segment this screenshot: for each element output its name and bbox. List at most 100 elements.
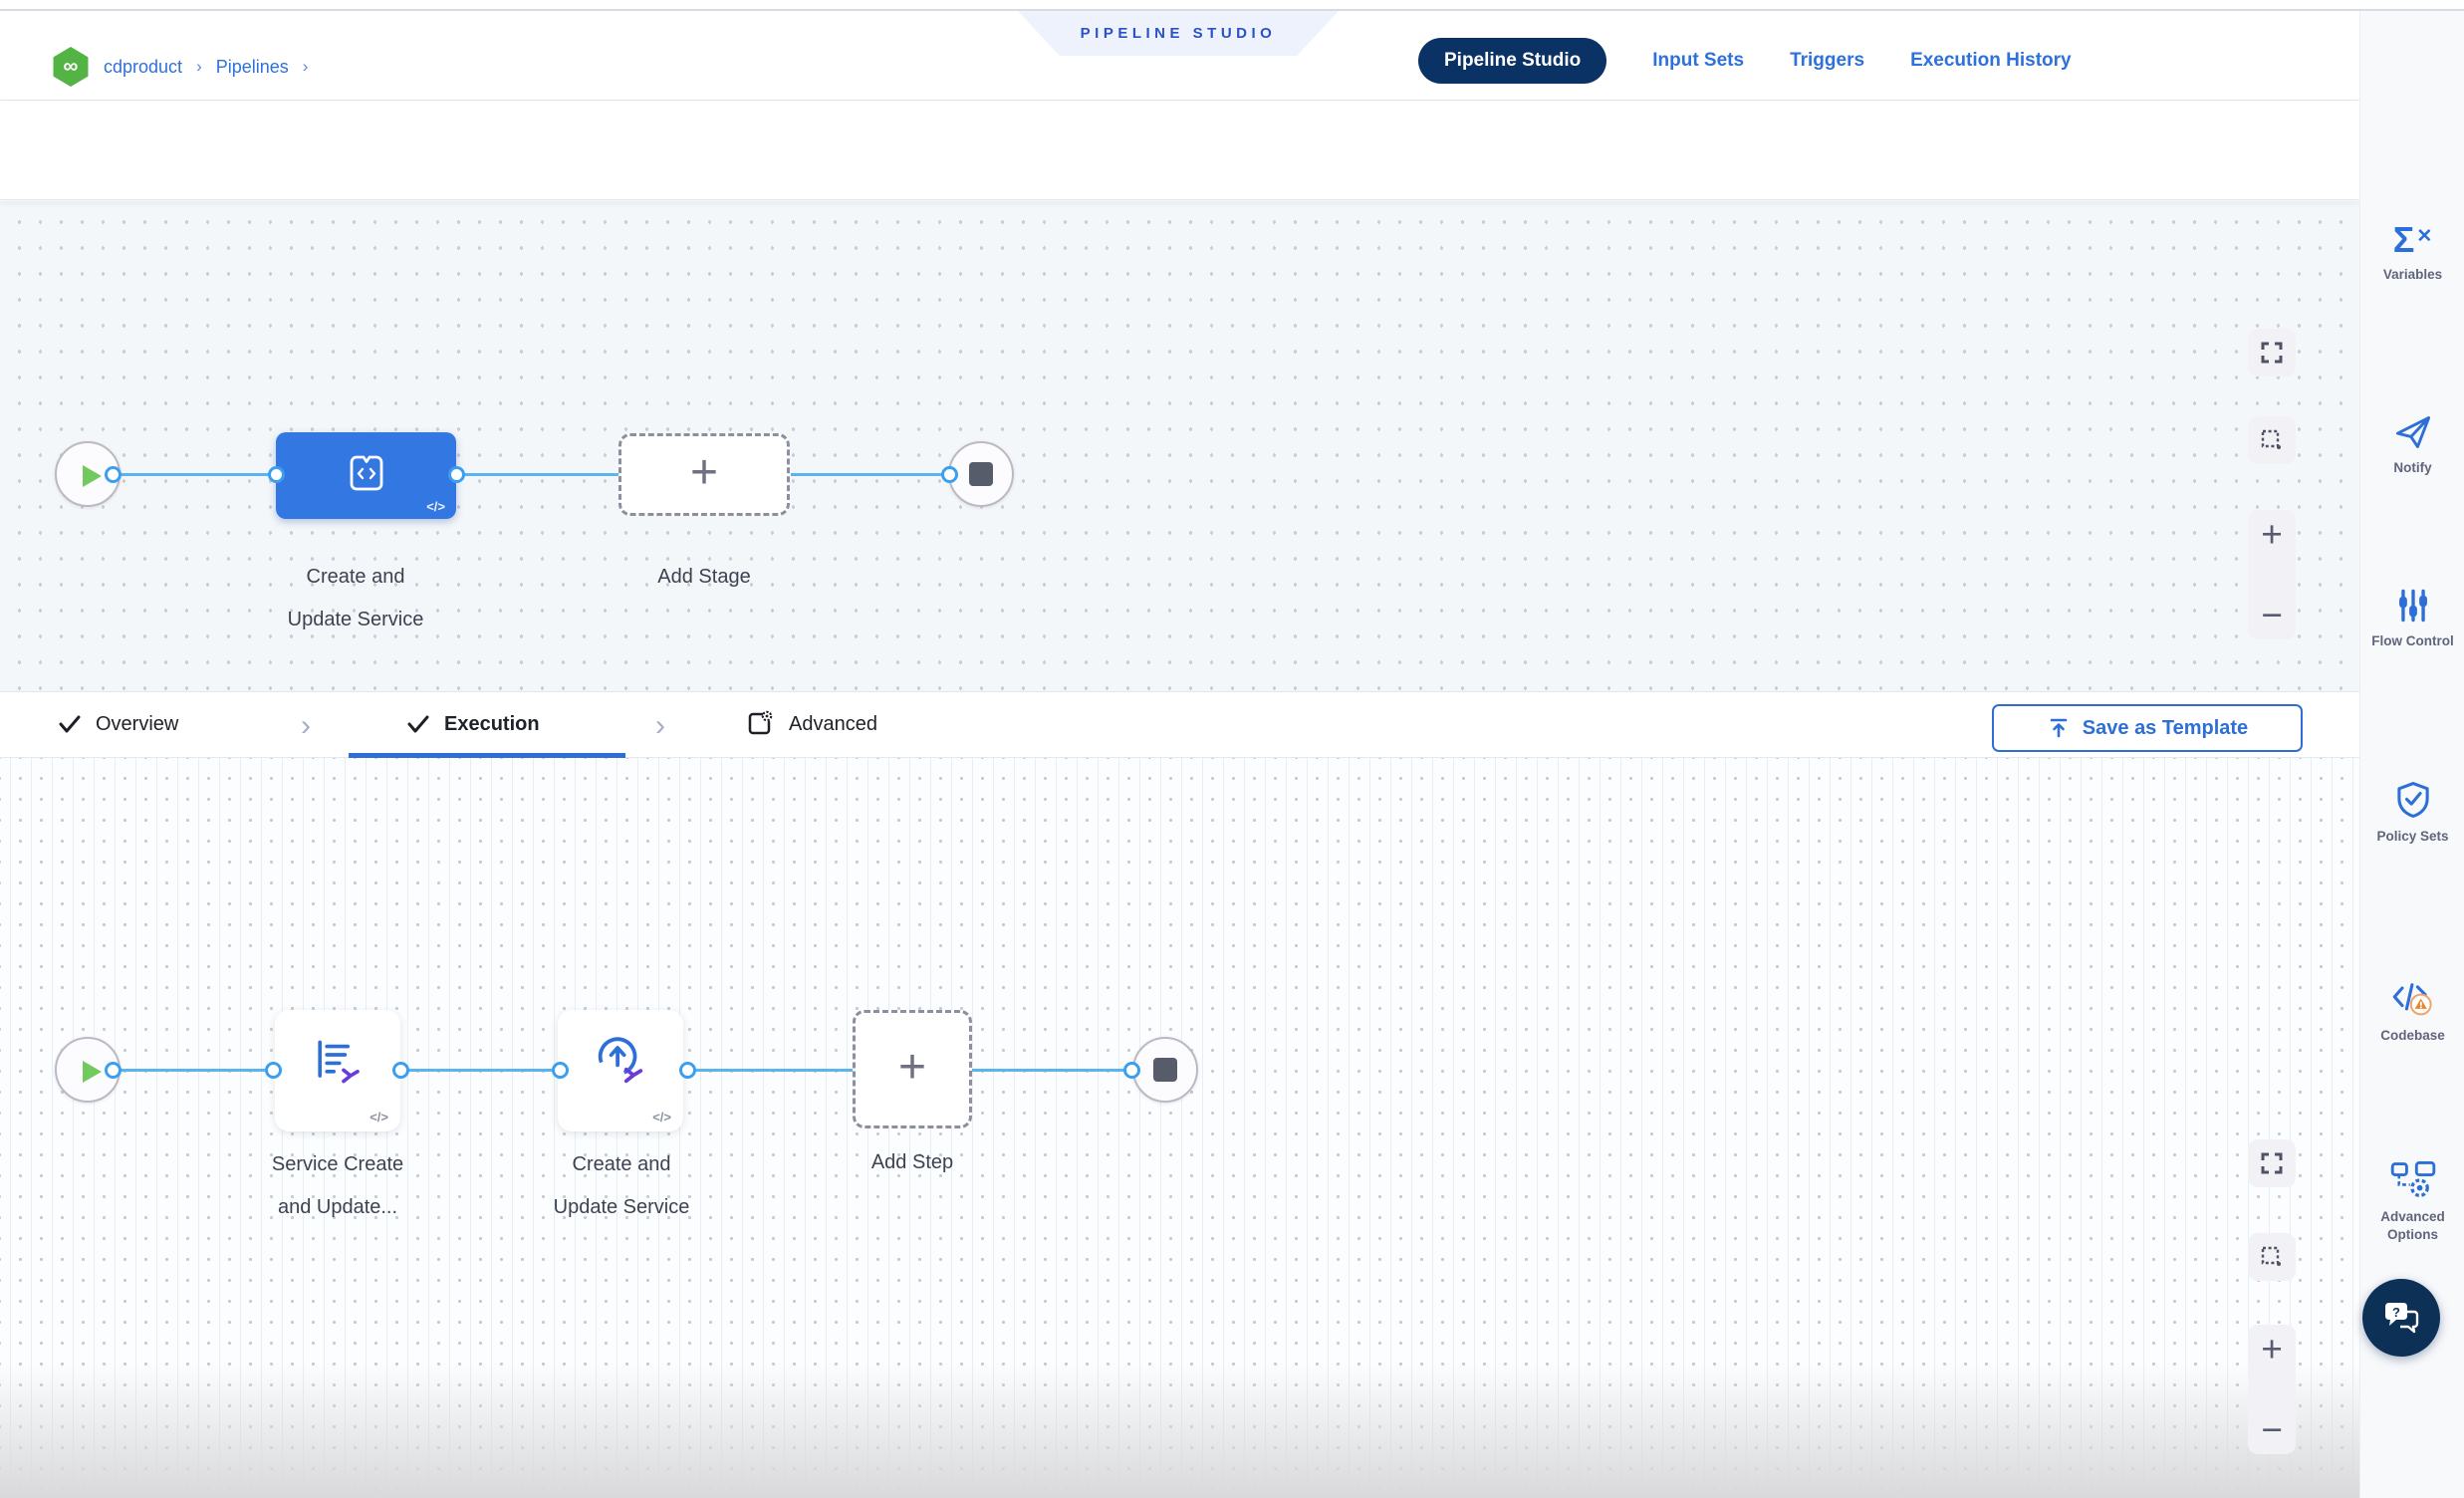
service-definition-step-icon <box>318 1040 360 1084</box>
edge-line <box>457 473 618 476</box>
rail-item-codebase[interactable]: Codebase <box>2360 979 2464 1045</box>
breadcrumb-pipelines-link[interactable]: Pipelines <box>215 56 289 77</box>
connector-handle[interactable] <box>268 466 285 483</box>
add-step-button[interactable]: + <box>853 1010 972 1128</box>
tab-execution-history[interactable]: Execution History <box>1910 50 2072 71</box>
chat-question-icon: ? <box>2385 1303 2419 1334</box>
canvas-select-button[interactable] <box>2248 416 2296 464</box>
execution-start-node[interactable] <box>55 1037 121 1103</box>
connector-handle[interactable] <box>552 1062 569 1079</box>
edge-line <box>121 1069 265 1072</box>
marquee-select-icon <box>2261 429 2281 449</box>
connector-handle[interactable] <box>392 1062 409 1079</box>
connector-handle[interactable] <box>105 1062 122 1079</box>
upload-icon <box>2050 718 2068 738</box>
step-label: Create and Update Service <box>553 1153 690 1218</box>
connector-handle[interactable] <box>105 466 122 483</box>
paper-plane-icon <box>2395 416 2430 448</box>
harness-module-logo-icon[interactable]: ∞ <box>53 47 89 87</box>
canvas-zoom-control: + − <box>2248 1325 2296 1454</box>
shield-check-icon <box>2396 782 2429 818</box>
edge-line <box>408 1069 552 1072</box>
right-rail: Σ✕ Variables Notify Flow Control Policy … <box>2359 11 2464 1498</box>
zoom-in-button[interactable]: + <box>2261 514 2283 555</box>
canvas-fit-view-button[interactable] <box>2248 329 2296 376</box>
stage-end-node[interactable] <box>948 441 1014 507</box>
edge-line <box>121 473 276 476</box>
plus-icon: + <box>897 1041 927 1094</box>
variables-icon: Σ✕ <box>2392 219 2433 260</box>
rail-item-notify[interactable]: Notify <box>2360 413 2464 477</box>
window-top-border <box>0 9 2464 11</box>
tab-execution[interactable]: Execution <box>444 713 540 735</box>
pipeline-header <box>0 102 2359 200</box>
canvas-fit-view-button[interactable] <box>2248 1139 2296 1187</box>
stage-node-create-and-update-service[interactable]: </> <box>276 432 456 519</box>
sliders-icon <box>2398 589 2427 623</box>
step-code-badge: </> <box>370 1110 388 1124</box>
edge-line <box>791 473 950 476</box>
top-navigation: Pipeline Studio Input Sets Triggers Exec… <box>1418 38 2072 84</box>
active-tab-underline <box>349 753 625 758</box>
stage-start-node[interactable] <box>55 441 121 507</box>
breadcrumb: ∞ cdproduct › Pipelines › <box>52 47 308 87</box>
fullscreen-icon <box>2261 342 2283 364</box>
add-stage-label: Add Stage <box>657 566 751 588</box>
plus-icon: + <box>689 446 719 499</box>
save-as-template-button[interactable]: Save as Template <box>1992 704 2303 752</box>
pipeline-gear-icon <box>2390 1161 2435 1197</box>
codebase-warning-icon <box>2392 983 2432 1016</box>
rail-item-variables[interactable]: Σ✕ Variables <box>2382 219 2443 283</box>
fullscreen-icon <box>2261 1152 2283 1174</box>
play-icon <box>83 465 102 487</box>
custom-stage-icon <box>350 455 383 491</box>
step-code-badge: </> <box>652 1110 671 1124</box>
check-icon <box>407 715 429 733</box>
breadcrumb-separator: › <box>196 57 202 76</box>
tab-input-sets[interactable]: Input Sets <box>1652 50 1745 71</box>
tab-triggers[interactable]: Triggers <box>1790 50 1865 71</box>
execution-end-node[interactable] <box>1132 1037 1198 1103</box>
connector-handle[interactable] <box>679 1062 696 1079</box>
stage-tab-bar <box>0 691 2359 758</box>
breadcrumb-separator: › <box>302 57 309 76</box>
zoom-out-button[interactable]: − <box>2261 1409 2283 1450</box>
breadcrumb-project-link[interactable]: cdproduct <box>104 56 183 77</box>
connector-handle[interactable] <box>1123 1062 1140 1079</box>
rail-item-advanced-options[interactable]: Advanced Options <box>2360 1160 2464 1244</box>
tab-overview[interactable]: Overview <box>96 713 179 735</box>
advanced-settings-icon <box>748 710 773 735</box>
update-service-step-icon <box>598 1037 643 1084</box>
tab-advanced[interactable]: Advanced <box>789 713 877 735</box>
chevron-right-icon: › <box>655 709 665 742</box>
canvas-zoom-control: + − <box>2248 510 2296 639</box>
chevron-right-icon: › <box>301 709 311 742</box>
connector-handle[interactable] <box>265 1062 282 1079</box>
step-node-create-and-update-service[interactable]: </> <box>558 1010 683 1131</box>
stop-icon <box>969 462 993 486</box>
check-icon <box>59 715 81 733</box>
pipeline-studio-badge: PIPELINE STUDIO <box>1018 11 1339 56</box>
add-stage-button[interactable]: + <box>618 433 790 516</box>
step-node-service-create-and-update[interactable]: </> <box>275 1010 400 1131</box>
zoom-out-button[interactable]: − <box>2261 595 2283 635</box>
tab-pipeline-studio[interactable]: Pipeline Studio <box>1418 38 1607 84</box>
edge-line <box>695 1069 853 1072</box>
canvas-select-button[interactable] <box>2248 1233 2296 1281</box>
add-step-label: Add Step <box>870 1151 954 1173</box>
rail-item-policy-sets[interactable]: Policy Sets <box>2360 780 2464 846</box>
svg-text:?: ? <box>2392 1305 2400 1320</box>
step-label: Service Create and Update... <box>271 1153 404 1218</box>
help-chat-button[interactable]: ? <box>2362 1279 2440 1357</box>
connector-handle[interactable] <box>941 466 958 483</box>
stop-icon <box>1153 1058 1177 1082</box>
stage-code-badge: </> <box>426 499 445 514</box>
top-bar: ∞ cdproduct › Pipelines › Pipeline Studi… <box>0 11 2359 101</box>
stage-label: Create and Update Service <box>287 566 424 630</box>
rail-item-flow-control[interactable]: Flow Control <box>2360 587 2464 650</box>
zoom-in-button[interactable]: + <box>2261 1329 2283 1370</box>
marquee-select-icon <box>2261 1246 2281 1266</box>
edge-line <box>972 1069 1123 1072</box>
play-icon <box>83 1061 102 1083</box>
connector-handle[interactable] <box>448 466 465 483</box>
